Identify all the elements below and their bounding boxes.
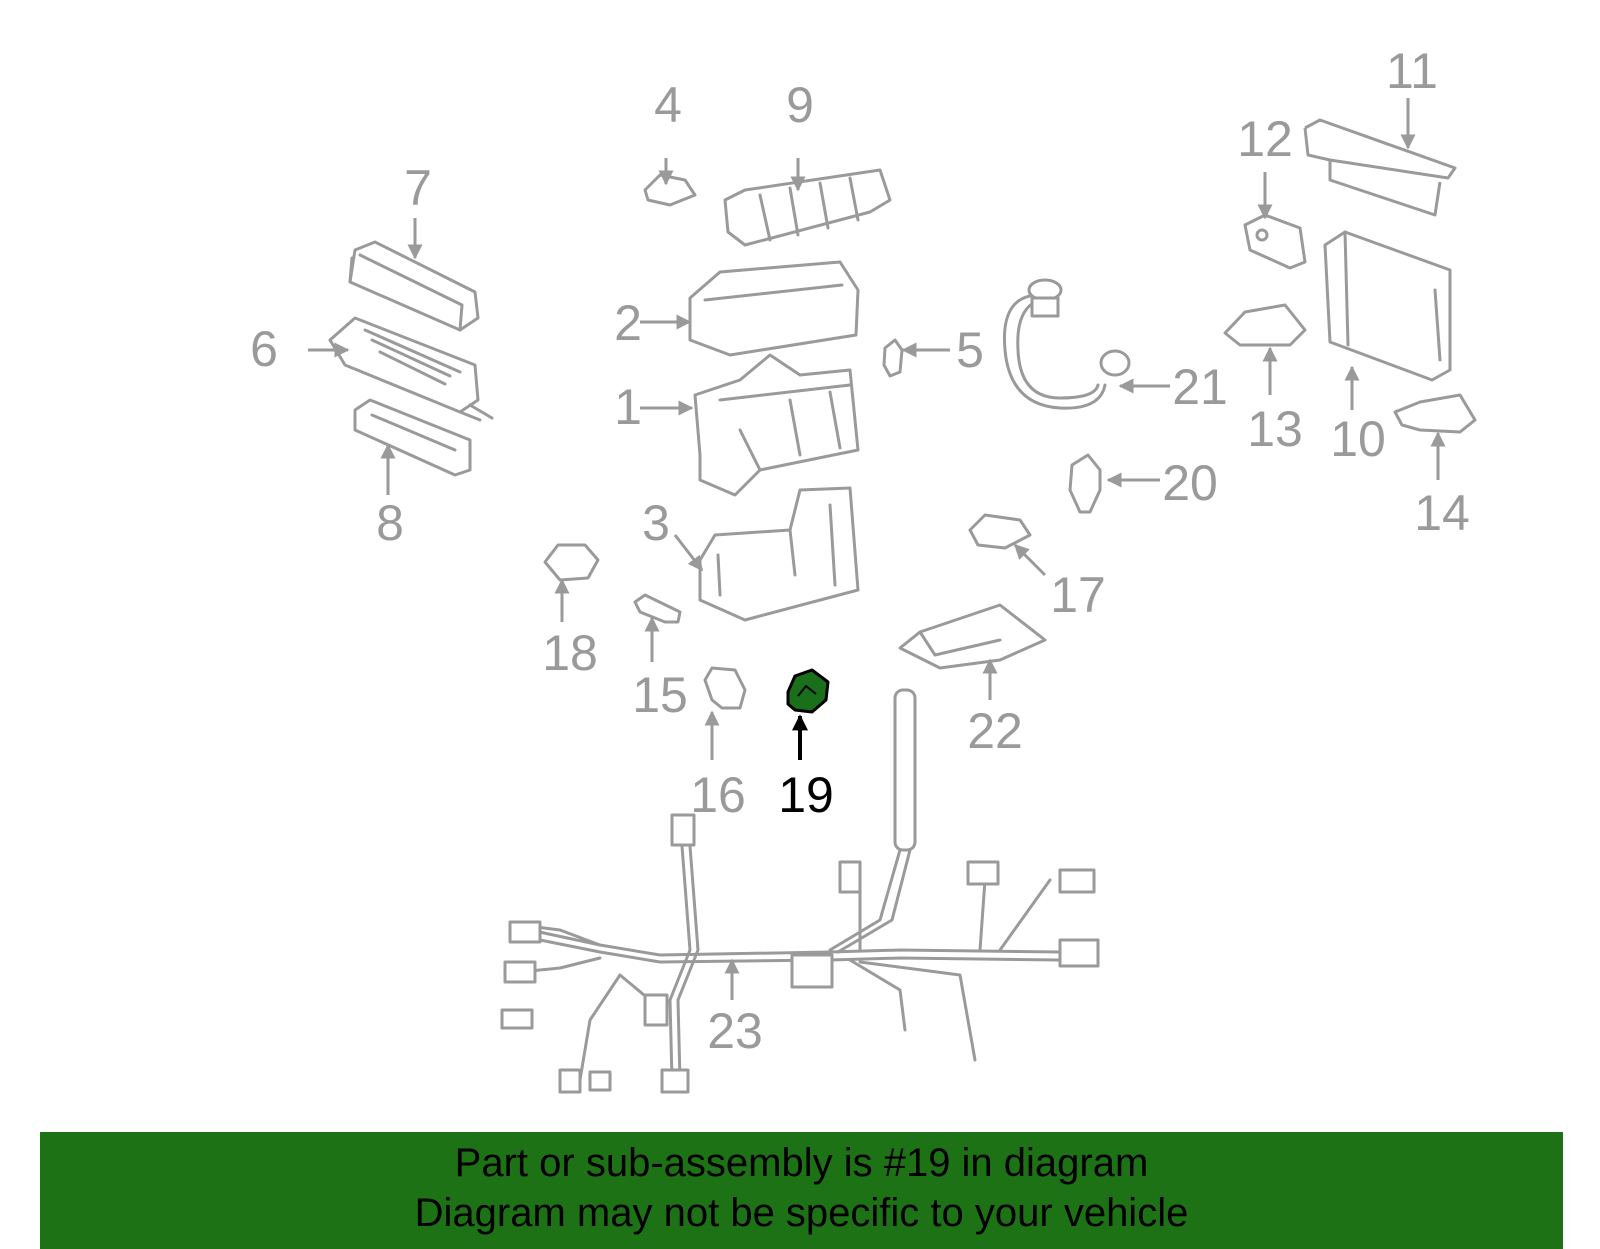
- label-8: 8: [376, 495, 404, 551]
- label-11: 11: [1386, 43, 1438, 99]
- label-9: 9: [786, 77, 814, 133]
- part-1-junction-block[interactable]: [693, 353, 860, 497]
- banner-line-disclaimer: Diagram may not be specific to your vehi…: [414, 1191, 1189, 1235]
- part-20-switch[interactable]: [1068, 453, 1102, 514]
- banner-line-part-info: Part or sub-assembly is #19 in diagram: [454, 1141, 1149, 1185]
- part-4-clip[interactable]: [643, 173, 697, 207]
- label-10: 10: [1330, 411, 1386, 467]
- part-15-sensor[interactable]: [633, 593, 682, 624]
- part-13-bracket[interactable]: [1223, 303, 1307, 347]
- part-9-relays[interactable]: [723, 168, 892, 247]
- label-18: 18: [542, 625, 598, 681]
- part-11-bracket[interactable]: [1303, 118, 1457, 217]
- part-21-sensor-cable[interactable]: [1002, 278, 1131, 410]
- part-6-fuse-block[interactable]: [328, 316, 494, 422]
- label-12: 12: [1237, 111, 1293, 167]
- parts-diagram: 4 9 7 6 8 2 1 3 5 21 11 12 13 10 14 20 1…: [250, 43, 1477, 1094]
- part-3-lower-case[interactable]: [698, 486, 860, 622]
- info-banner: Part or sub-assembly is #19 in diagram D…: [40, 1132, 1563, 1249]
- part-19-highlighted[interactable]: [786, 668, 830, 714]
- label-20: 20: [1162, 455, 1218, 511]
- label-13: 13: [1247, 401, 1303, 457]
- label-15: 15: [632, 667, 688, 723]
- label-16: 16: [690, 767, 746, 823]
- label-5: 5: [956, 322, 984, 378]
- label-4: 4: [654, 77, 682, 133]
- label-7: 7: [404, 160, 432, 216]
- label-23: 23: [707, 1003, 763, 1059]
- part-22-module[interactable]: [898, 603, 1047, 670]
- label-6: 6: [250, 321, 278, 377]
- part-17-sensor[interactable]: [968, 513, 1032, 550]
- label-3: 3: [642, 495, 670, 551]
- part-18-connector[interactable]: [543, 543, 600, 582]
- part-23-wiring-harness[interactable]: [500, 688, 1100, 1094]
- label-21: 21: [1172, 359, 1228, 415]
- part-16-sensor[interactable]: [703, 666, 747, 710]
- label-19: 19: [778, 767, 834, 823]
- part-2-junction-box-cover[interactable]: [688, 260, 860, 357]
- part-7-fuse-box-cover[interactable]: [348, 240, 480, 332]
- label-14: 14: [1414, 485, 1470, 541]
- part-14-bracket[interactable]: [1393, 393, 1477, 434]
- part-5-bulb[interactable]: [882, 338, 904, 378]
- label-17: 17: [1050, 567, 1106, 623]
- label-22: 22: [967, 703, 1023, 759]
- label-2: 2: [614, 295, 642, 351]
- part-12-mount[interactable]: [1243, 213, 1307, 270]
- label-1: 1: [614, 379, 642, 435]
- part-8-fuse-box-bottom[interactable]: [353, 398, 472, 477]
- part-10-control-module[interactable]: [1323, 230, 1452, 382]
